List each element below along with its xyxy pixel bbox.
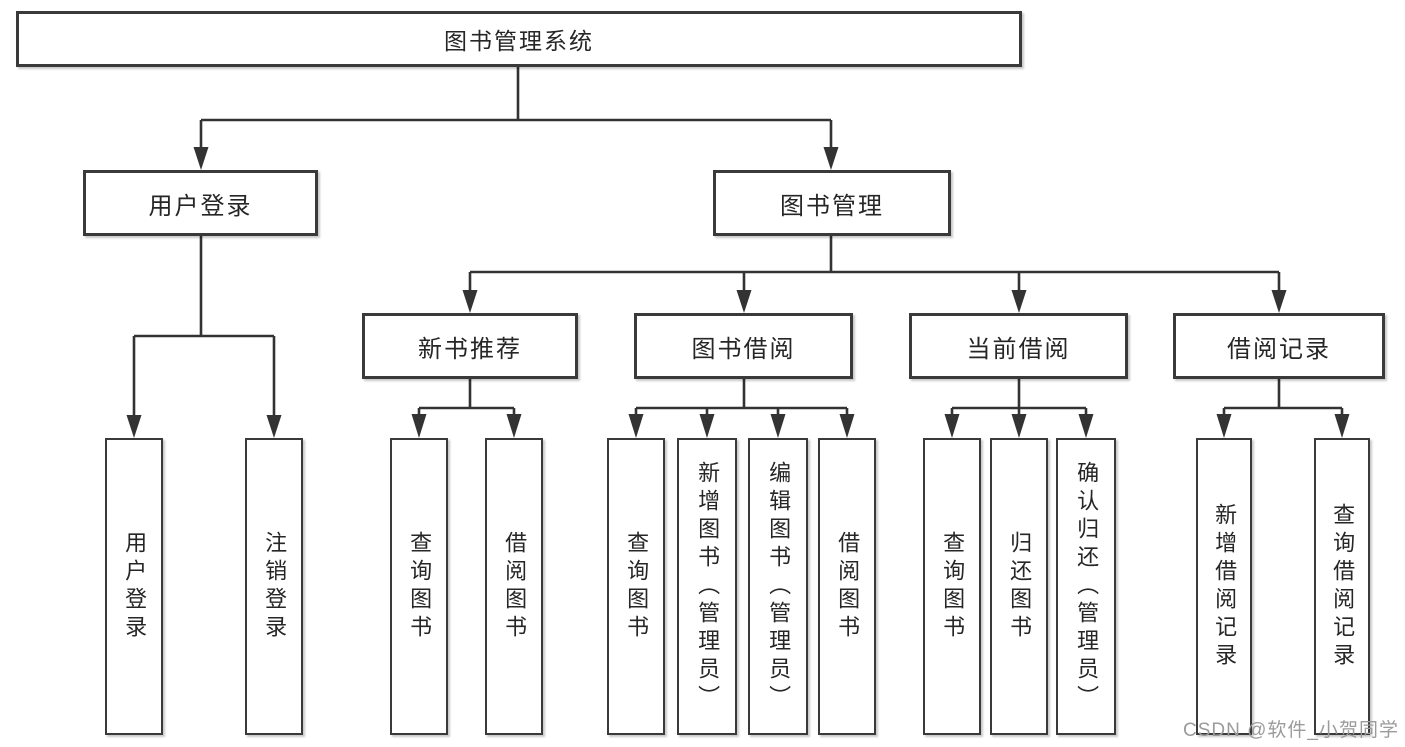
leaf-borrow-books-recommend: 借阅图书 — [485, 438, 543, 735]
leaf-confirm-return-admin: 确认归还（管理员） — [1056, 438, 1116, 735]
leaf-query-books-recommend: 查询图书 — [390, 438, 448, 735]
node-user-login: 用户登录 — [83, 170, 318, 236]
edges-borrow-records — [1216, 379, 1350, 438]
leaf-query-borrow-record: 查询借阅记录 — [1314, 438, 1370, 735]
leaf-return-book: 归还图书 — [990, 438, 1048, 735]
node-library-system: 图书管理系统 — [16, 11, 1022, 67]
leaf-user-login: 用户登录 — [105, 438, 163, 735]
edges-book-management — [462, 236, 1287, 313]
node-borrow-records: 借阅记录 — [1173, 313, 1385, 379]
node-book-management: 图书管理 — [713, 170, 951, 236]
node-current-borrow: 当前借阅 — [909, 313, 1128, 379]
edges-root — [193, 67, 839, 170]
leaf-logout: 注销登录 — [245, 438, 303, 735]
edges-current-borrow — [944, 379, 1094, 438]
edges-new-book-recommend — [411, 379, 522, 438]
node-new-book-recommend: 新书推荐 — [362, 313, 578, 379]
leaf-query-books-current: 查询图书 — [923, 438, 981, 735]
leaf-borrow-books: 借阅图书 — [818, 438, 876, 735]
watermark: CSDN @软件_小贺同学 — [1183, 720, 1399, 741]
edges-user-login — [126, 236, 282, 438]
node-book-borrow: 图书借阅 — [634, 313, 853, 379]
leaf-edit-book-admin: 编辑图书（管理员） — [748, 438, 808, 735]
edges-book-borrow — [628, 379, 855, 438]
leaf-add-book-admin: 新增图书（管理员） — [677, 438, 737, 735]
leaf-query-books-borrow: 查询图书 — [607, 438, 665, 735]
leaf-add-borrow-record: 新增借阅记录 — [1196, 438, 1252, 735]
